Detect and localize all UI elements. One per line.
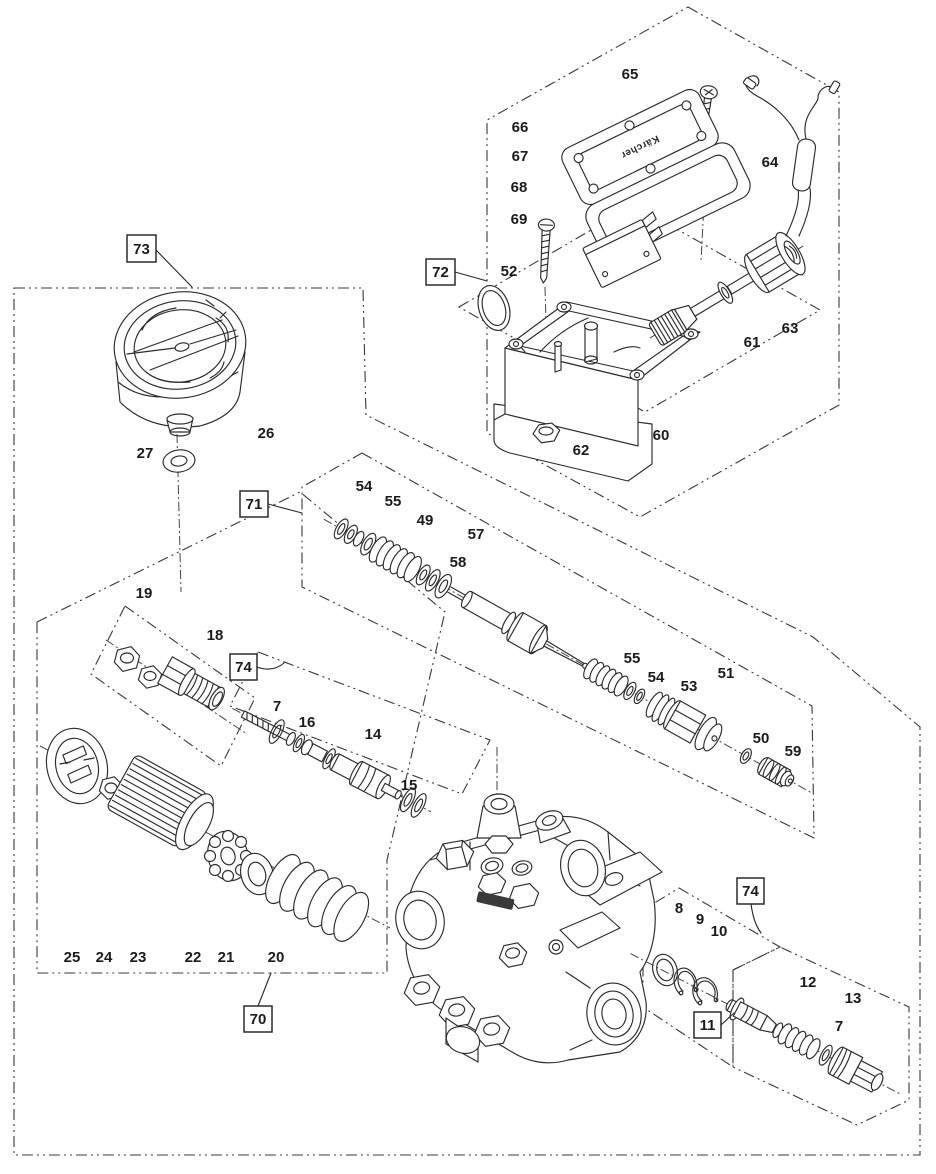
switch-housing: [493, 301, 701, 482]
label-53: 53: [681, 678, 698, 695]
label-54a: 54: [356, 478, 373, 495]
label-19: 19: [136, 585, 153, 602]
label-58: 58: [450, 554, 467, 571]
label-61: 61: [744, 334, 761, 351]
gauge-oring: [162, 449, 196, 473]
callout-11-label: 11: [700, 1017, 716, 1034]
callout-71-label: 71: [246, 496, 263, 513]
circlip-10: [692, 977, 719, 1006]
label-7a: 7: [273, 698, 281, 715]
boundary-piston-kit-region: [229, 651, 491, 795]
callout-70: 70: [243, 972, 273, 1033]
part-labels: 65 66 67 68 69 52 64 63 61 60 62 26 27 5…: [64, 66, 862, 1035]
label-23: 23: [130, 949, 147, 966]
mount-screw-52: [537, 218, 555, 284]
callout-72-label: 72: [432, 264, 449, 281]
label-57: 57: [468, 526, 485, 543]
valve-cartridge: [630, 953, 902, 1095]
label-26: 26: [258, 425, 275, 442]
label-54b: 54: [648, 669, 665, 686]
label-52: 52: [501, 263, 518, 280]
boundary-valve-kit-region: [642, 887, 910, 1126]
callout-74a-label: 74: [235, 659, 252, 676]
label-66: 66: [512, 119, 529, 136]
label-65: 65: [622, 66, 639, 83]
label-9: 9: [696, 911, 704, 928]
oring-8: [651, 953, 679, 987]
label-7b: 7: [835, 1018, 843, 1035]
callout-74b-label: 74: [742, 883, 759, 900]
label-50: 50: [753, 730, 770, 747]
label-20: 20: [268, 949, 285, 966]
label-51: 51: [718, 665, 735, 682]
label-10: 10: [711, 923, 728, 940]
label-69: 69: [511, 211, 528, 228]
boundary-pressure-switch-region: [457, 6, 840, 518]
micro-switch: [582, 211, 663, 288]
label-25: 25: [64, 949, 81, 966]
label-12: 12: [800, 974, 817, 991]
power-cable: [743, 75, 841, 237]
label-67: 67: [512, 148, 529, 165]
label-68: 68: [511, 179, 528, 196]
inlet-fitting-18: [157, 656, 225, 711]
boundary-main-region: [13, 287, 921, 1156]
label-55a: 55: [385, 493, 402, 510]
label-22: 22: [185, 949, 202, 966]
label-64: 64: [762, 154, 779, 171]
callout-70-label: 70: [250, 1011, 267, 1028]
callout-74-piston: 74: [229, 653, 285, 681]
fitting-nuts-19: [113, 646, 163, 689]
pressure-gauge: [113, 291, 247, 437]
spline-coupler-23: [107, 755, 214, 851]
callout-11: 11: [693, 1011, 735, 1039]
label-60: 60: [653, 427, 670, 444]
label-59: 59: [785, 743, 802, 760]
boundary-unloader-region: [301, 452, 815, 839]
cover-plate: Kärcher: [561, 88, 719, 206]
thrust-washer-21: [239, 852, 275, 896]
unloader-valve-train: [323, 518, 812, 794]
callout-73: 73: [126, 234, 193, 288]
housing-nut-62: [532, 422, 561, 444]
label-14: 14: [365, 726, 382, 743]
label-62: 62: [573, 442, 590, 459]
label-8: 8: [675, 900, 683, 917]
label-27: 27: [137, 445, 154, 462]
label-16: 16: [299, 714, 316, 731]
label-18: 18: [207, 627, 224, 644]
label-21: 21: [218, 949, 235, 966]
label-24: 24: [96, 949, 113, 966]
label-13: 13: [845, 990, 862, 1007]
callout-72: 72: [425, 258, 488, 286]
callout-71: 71: [239, 490, 303, 518]
cable-gland-assembly: [648, 231, 806, 346]
label-15: 15: [401, 777, 418, 794]
callout-74-valve: 74: [736, 877, 765, 934]
piston-assembly: [232, 708, 432, 818]
drive-spring-20: [265, 853, 370, 942]
housing-oring: [477, 285, 511, 331]
label-55b: 55: [624, 650, 641, 667]
callout-73-label: 73: [133, 241, 150, 258]
label-63: 63: [782, 320, 799, 337]
boundary-drive-region: [36, 491, 446, 974]
drive-flange: [45, 727, 109, 805]
label-49: 49: [417, 512, 434, 529]
pump-manifold: [395, 793, 663, 1064]
